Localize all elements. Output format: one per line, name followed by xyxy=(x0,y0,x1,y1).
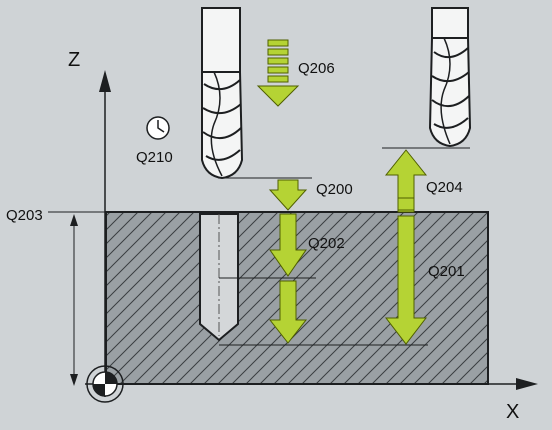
milling-cutter-icon xyxy=(428,7,472,148)
feed-arrow-icon xyxy=(256,39,300,107)
z-axis-arrow xyxy=(99,70,111,92)
milling-cutter-icon xyxy=(201,7,244,180)
label-q206: Q206 xyxy=(298,60,335,77)
q200-arrow xyxy=(268,179,308,211)
label-q200: Q200 xyxy=(316,181,353,198)
label-q202: Q202 xyxy=(308,235,345,252)
x-axis-label: X xyxy=(506,401,519,423)
datum-icon xyxy=(86,365,124,403)
clock-icon xyxy=(146,116,170,140)
x-axis-arrow xyxy=(516,378,538,390)
q204-arrow xyxy=(384,149,428,213)
z-axis-label: Z xyxy=(68,49,80,71)
label-q203: Q203 xyxy=(6,207,43,224)
q202-arrow xyxy=(269,213,307,277)
label-q201: Q201 xyxy=(428,263,465,280)
label-q204: Q204 xyxy=(426,179,463,196)
q203-arrow-top xyxy=(70,214,78,226)
q203-arrow-bottom xyxy=(70,374,78,386)
q204-arrow-bottom xyxy=(397,197,415,211)
label-q210: Q210 xyxy=(136,149,173,166)
q201-arrow xyxy=(384,215,428,345)
workpiece xyxy=(105,211,489,385)
q201-depth-arrow xyxy=(268,280,308,344)
